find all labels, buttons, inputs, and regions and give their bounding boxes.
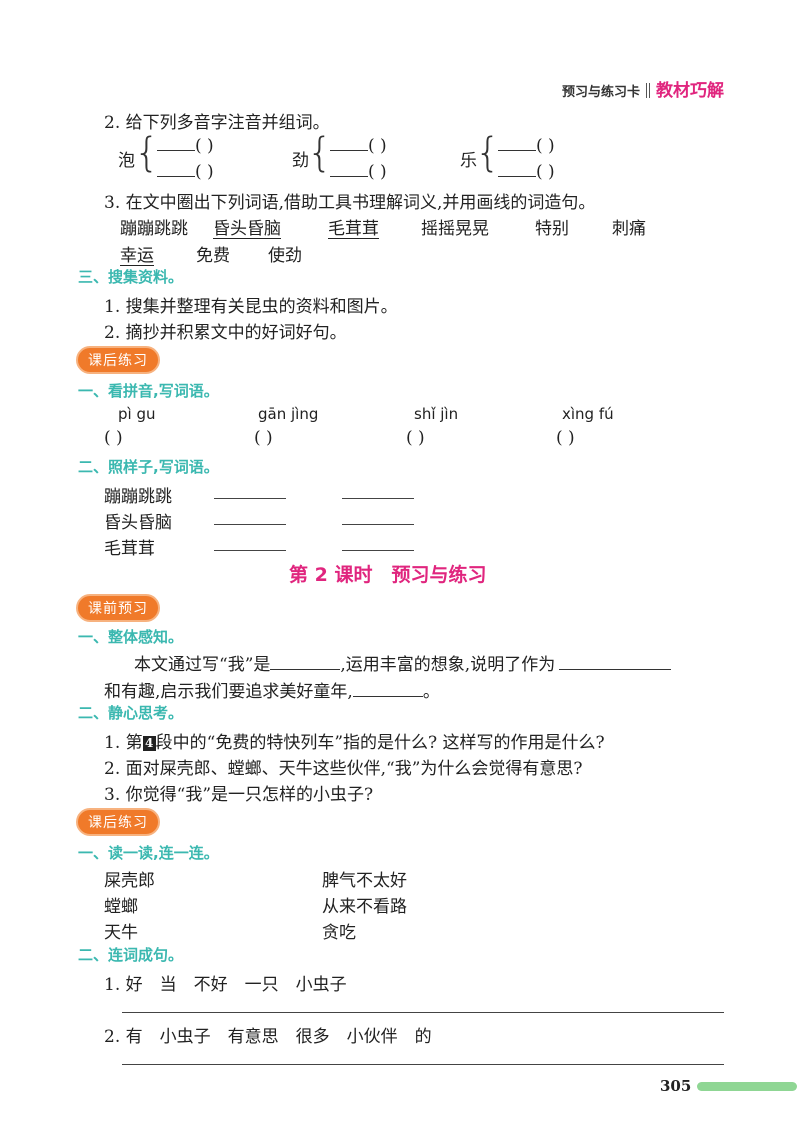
answer-line[interactable]: [214, 550, 286, 551]
word-item: 使劲: [268, 246, 302, 266]
list-item: 2. 摘抄并积累文中的好词好句。: [104, 323, 347, 343]
word-item: 蹦蹦跳跳: [120, 219, 188, 239]
word-item: 免费: [196, 246, 230, 266]
section-title: 二、静心思考。: [78, 704, 184, 722]
polyphone-char-2: 劲: [292, 151, 309, 171]
answer-line[interactable]: [214, 524, 286, 525]
answer-line[interactable]: [214, 498, 286, 499]
before-class-badge: 课前预习: [76, 594, 160, 622]
section-title: 一、整体感知。: [78, 628, 184, 646]
q3-title: 3. 在文中圈出下列词语,借助工具书理解词义,并用画线的词造句。: [104, 193, 596, 213]
match-right-item[interactable]: 贪吃: [322, 923, 356, 943]
polyphone-row-1a: ( ): [157, 136, 214, 156]
running-header: 预习与练习卡 教材巧解: [562, 76, 724, 101]
brace-icon: {: [475, 130, 501, 176]
list-item: 1. 搜集并整理有关昆虫的资料和图片。: [104, 297, 398, 317]
answer-line[interactable]: [342, 498, 414, 499]
example-word: 毛茸茸: [104, 539, 155, 559]
answer-line[interactable]: [122, 1064, 724, 1065]
q2-title: 2. 给下列多音字注音并组词。: [104, 113, 330, 133]
pinyin-item: gān jìng: [258, 405, 319, 423]
pinyin-item: shǐ jìn: [414, 405, 459, 423]
after-class-badge: 课后练习: [76, 808, 160, 836]
word-item: 摇摇晃晃: [421, 219, 489, 239]
match-right-item[interactable]: 从来不看路: [322, 897, 407, 917]
header-small-title: 预习与练习卡: [561, 85, 640, 100]
header-book-title: 教材巧解: [656, 81, 724, 101]
word-item-underlined: 昏头昏脑: [213, 219, 281, 239]
footer-decor-bar: [697, 1082, 797, 1091]
polyphone-row-2b: ( ): [330, 162, 387, 182]
match-left-item[interactable]: 螳螂: [104, 897, 138, 917]
paragraph-line: 本文通过写“我”是,运用丰富的想象,说明了作为: [134, 650, 672, 675]
match-right-item[interactable]: 脾气不太好: [322, 871, 407, 891]
brace-icon: {: [134, 130, 160, 176]
pinyin-item: pì gu: [118, 405, 156, 423]
word-item-underlined: 幸运: [120, 246, 154, 266]
answer-paren: ( ): [254, 428, 273, 448]
section-title: 二、连词成句。: [78, 946, 184, 964]
scrambled-sentence: 2. 有 小虫子 有意思 很多 小伙伴 的: [104, 1027, 432, 1047]
paragraph-number-badge: 4: [142, 736, 156, 751]
pinyin-item: xìng fú: [562, 405, 614, 423]
scrambled-sentence: 1. 好 当 不好 一只 小虫子: [104, 975, 347, 995]
polyphone-row-1b: ( ): [157, 162, 214, 182]
word-item: 刺痛: [612, 219, 646, 239]
example-word: 昏头昏脑: [104, 513, 172, 533]
answer-line[interactable]: [342, 550, 414, 551]
polyphone-row-3a: ( ): [498, 136, 555, 156]
section-title: 三、搜集资料。: [78, 268, 184, 286]
word-item: 特别: [535, 219, 569, 239]
polyphone-char-1: 泡: [118, 151, 135, 171]
paragraph-line: 和有趣,启示我们要追求美好童年,。: [104, 682, 440, 702]
answer-line[interactable]: [342, 524, 414, 525]
answer-paren: ( ): [406, 428, 425, 448]
section-title: 一、读一读,连一连。: [78, 844, 219, 862]
example-word: 蹦蹦跳跳: [104, 487, 172, 507]
answer-paren: ( ): [104, 428, 123, 448]
question-item: 2. 面对屎壳郎、螳螂、天牛这些伙伴,“我”为什么会觉得有意思?: [104, 759, 583, 779]
header-divider: [646, 83, 650, 98]
answer-paren: ( ): [556, 428, 575, 448]
answer-line[interactable]: [122, 1012, 724, 1013]
section-title: 一、看拼音,写词语。: [78, 382, 219, 400]
polyphone-row-2a: ( ): [330, 136, 387, 156]
polyphone-char-3: 乐: [460, 151, 477, 171]
after-class-badge: 课后练习: [76, 346, 160, 374]
lesson-title: 第 2 课时 预习与练习: [289, 564, 487, 586]
page-number: 305: [660, 1077, 692, 1095]
match-left-item[interactable]: 天牛: [104, 923, 138, 943]
brace-icon: {: [307, 130, 333, 176]
polyphone-row-3b: ( ): [498, 162, 555, 182]
match-left-item[interactable]: 屎壳郎: [104, 871, 155, 891]
word-item-underlined: 毛茸茸: [328, 219, 379, 239]
section-title: 二、照样子,写词语。: [78, 458, 219, 476]
question-item: 3. 你觉得“我”是一只怎样的小虫子?: [104, 785, 374, 805]
